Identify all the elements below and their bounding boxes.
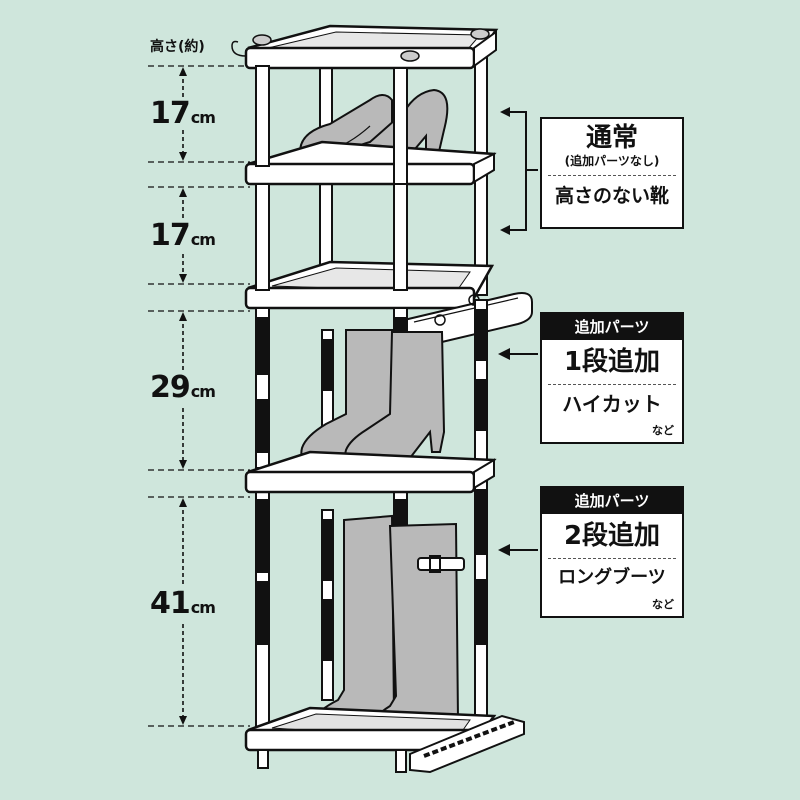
dimension-value: 41 bbox=[150, 586, 191, 621]
normal-subtitle: (追加パーツなし) bbox=[564, 154, 660, 168]
one-stage-title: 1段追加 bbox=[563, 347, 661, 377]
one-stage-note: など bbox=[652, 424, 674, 437]
box-divider bbox=[548, 384, 676, 385]
dimension-unit: cm bbox=[190, 598, 216, 617]
dimension-label-2: 17cm bbox=[150, 218, 216, 253]
dimension-label-1: 17cm bbox=[150, 96, 216, 131]
pointer-heads bbox=[498, 107, 510, 556]
one-stage-header: 追加パーツ bbox=[542, 314, 682, 340]
second-shelf bbox=[244, 140, 497, 186]
upper-front-posts bbox=[255, 65, 408, 291]
arrow-heads bbox=[179, 67, 187, 725]
dimension-label-3: 29cm bbox=[150, 370, 216, 405]
two-stage-note: など bbox=[652, 598, 674, 611]
dimension-unit: cm bbox=[190, 230, 216, 249]
dimension-value: 29 bbox=[150, 370, 191, 405]
bracket-and-pointers bbox=[506, 111, 538, 551]
dimension-unit: cm bbox=[190, 382, 216, 401]
top-shelf bbox=[231, 24, 499, 70]
one-stage-box: 追加パーツ 1段追加 ハイカット など bbox=[540, 312, 684, 444]
dimension-value: 17 bbox=[150, 218, 191, 253]
box-divider bbox=[548, 175, 676, 176]
dimension-value: 17 bbox=[150, 96, 191, 131]
guide-lines bbox=[148, 65, 250, 727]
dimension-label-4: 41cm bbox=[150, 586, 216, 621]
back-posts-lower bbox=[321, 329, 334, 701]
normal-title: 通常 bbox=[585, 123, 638, 153]
fourth-shelf bbox=[244, 450, 497, 494]
normal-use: 高さのない靴 bbox=[554, 185, 669, 207]
height-label: 高さ(約) bbox=[150, 39, 205, 55]
base-shelf bbox=[244, 706, 525, 774]
one-stage-use: ハイカット bbox=[562, 392, 662, 416]
dimension-unit: cm bbox=[190, 108, 216, 127]
two-stage-box: 追加パーツ 2段追加 ロングブーツ など bbox=[540, 486, 684, 618]
box-divider bbox=[548, 558, 676, 559]
two-stage-title: 2段追加 bbox=[563, 521, 661, 551]
two-stage-use: ロングブーツ bbox=[558, 567, 666, 588]
normal-config-box: 通常 (追加パーツなし) 高さのない靴 bbox=[540, 117, 684, 229]
two-stage-header: 追加パーツ bbox=[542, 488, 682, 514]
